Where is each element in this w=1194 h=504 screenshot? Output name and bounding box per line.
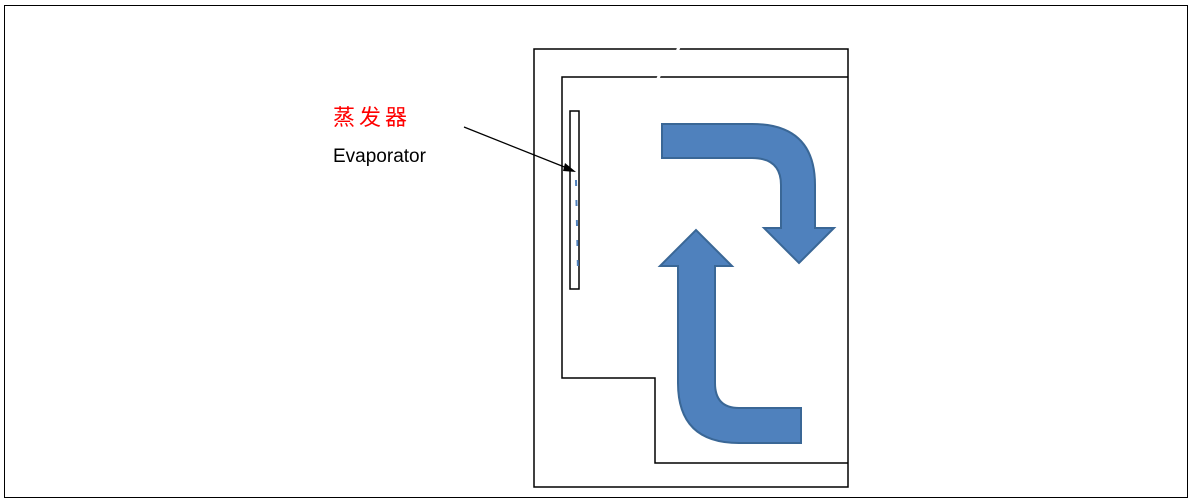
wall-break-mark (672, 44, 682, 59)
airflow-arrow-top (661, 123, 837, 265)
cabinet-outer-wall (533, 48, 849, 488)
cabinet-inner-wall (561, 76, 848, 464)
evaporator-label-chinese: 蒸发器 (333, 106, 412, 131)
wall-break-mark-2 (650, 73, 662, 93)
evaporator-label-english: Evaporator (333, 146, 426, 167)
evaporator-panel (569, 110, 580, 290)
leader-arrowhead (563, 163, 576, 172)
figure-frame (4, 5, 1188, 498)
airflow-arrow-bottom (657, 228, 802, 444)
evaporator-leader-line (463, 126, 573, 171)
